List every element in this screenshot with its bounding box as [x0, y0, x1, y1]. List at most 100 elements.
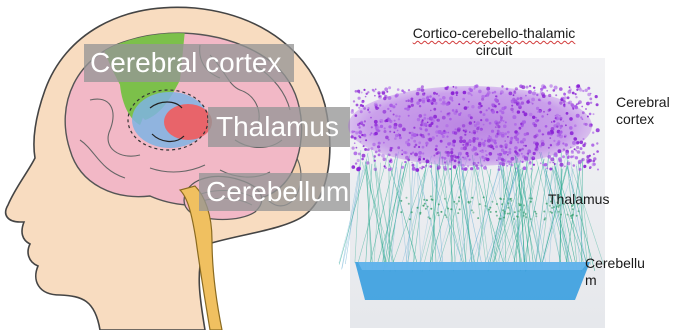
- cortex-neuron: [363, 134, 366, 137]
- fiber: [493, 168, 524, 265]
- cortex-neuron: [526, 86, 529, 89]
- cortex-neuron: [453, 155, 456, 158]
- cortex-neuron: [452, 92, 454, 94]
- cortex-neuron: [408, 106, 411, 109]
- cortex-neuron: [580, 147, 583, 150]
- cortex-neuron: [421, 168, 423, 170]
- cortex-neuron: [554, 163, 556, 165]
- cortex-neuron: [491, 109, 494, 112]
- cortex-neuron: [362, 124, 365, 127]
- cortex-neuron: [586, 155, 589, 158]
- cortex-neuron: [442, 100, 445, 103]
- cortex-neuron: [422, 93, 425, 96]
- thalamus-neuron: [499, 198, 501, 200]
- cortex-neuron: [378, 154, 380, 156]
- thalamus-neuron: [427, 216, 429, 218]
- cortex-neuron: [551, 127, 555, 131]
- cortex-neuron: [378, 95, 382, 99]
- cortex-neuron: [519, 127, 522, 130]
- fiber: [512, 168, 539, 271]
- cortex-neuron: [411, 98, 414, 101]
- fiber: [516, 161, 520, 271]
- thalamus-neuron: [432, 199, 434, 201]
- cortex-neuron: [473, 88, 475, 90]
- cortex-neuron: [560, 119, 562, 121]
- fiber: [488, 163, 512, 272]
- cortex-neuron: [500, 115, 502, 117]
- cortex-neuron: [393, 131, 395, 133]
- cortex-neuron: [385, 95, 388, 98]
- cortex-neuron: [578, 162, 580, 164]
- cortex-neuron: [555, 117, 559, 121]
- cortex-neuron: [577, 142, 579, 144]
- cortex-neuron: [511, 100, 513, 102]
- fiber: [430, 152, 441, 271]
- cortex-neuron: [569, 88, 572, 91]
- fiber: [515, 163, 520, 271]
- fiber: [524, 159, 544, 263]
- fiber: [543, 162, 561, 263]
- cortex-neuron: [514, 146, 518, 150]
- cortex-neuron: [596, 128, 600, 132]
- fiber: [464, 165, 474, 269]
- cortex-neuron: [401, 153, 403, 155]
- cortex-neuron: [465, 143, 469, 147]
- cortex-neuron: [467, 165, 469, 167]
- cortex-neuron: [464, 131, 466, 133]
- cortex-neuron: [482, 142, 486, 146]
- cortex-neuron: [510, 164, 512, 166]
- cortex-neuron: [378, 142, 381, 145]
- cortex-neuron: [575, 106, 579, 110]
- cortex-neuron: [524, 156, 526, 158]
- cortex-neuron: [489, 138, 492, 141]
- cortex-neuron: [418, 146, 420, 148]
- fiber: [397, 167, 408, 270]
- cortex-neuron: [525, 95, 527, 97]
- cortex-neuron: [441, 156, 443, 158]
- thalamus-neuron: [496, 203, 498, 205]
- cortex-neuron: [515, 87, 518, 90]
- cortex-neuron: [470, 116, 473, 119]
- cortex-neuron: [492, 139, 495, 142]
- cortex-neuron: [509, 160, 512, 163]
- circuit-title-line2: circuit: [382, 42, 606, 59]
- cortex-neuron: [386, 91, 388, 93]
- cortex-neuron: [529, 161, 531, 163]
- cortex-neuron: [394, 120, 396, 122]
- cortex-neuron: [446, 136, 448, 138]
- cortex-neuron: [492, 146, 494, 148]
- cortex-neuron: [428, 133, 431, 136]
- cortex-neuron: [431, 100, 433, 102]
- cortex-neuron: [423, 117, 426, 120]
- cortex-neuron: [481, 156, 484, 159]
- cortex-neuron: [499, 162, 503, 166]
- cortex-neuron: [434, 102, 437, 105]
- fiber: [577, 164, 584, 270]
- cortex-neuron: [596, 150, 599, 153]
- cortex-neuron: [567, 156, 570, 159]
- cortex-neuron: [457, 156, 460, 159]
- cortex-neuron: [509, 141, 512, 144]
- cortex-neuron: [564, 96, 567, 99]
- thalamus-neuron: [445, 214, 447, 216]
- cortex-neuron: [499, 153, 502, 156]
- fiber: [541, 166, 567, 267]
- cortex-neuron: [458, 152, 462, 156]
- cortex-neuron: [550, 131, 554, 135]
- sim-label-cortex-line2: cortex: [616, 111, 670, 128]
- fiber: [568, 166, 587, 267]
- cortex-neuron: [401, 150, 403, 152]
- cortex-neuron: [470, 144, 472, 146]
- cortex-neuron: [504, 107, 506, 109]
- cortex-neuron: [550, 137, 552, 139]
- cortex-neuron: [380, 125, 383, 128]
- cortex-neuron: [582, 111, 585, 114]
- thalamus-neuron: [520, 209, 522, 211]
- cortex-neuron: [403, 91, 406, 94]
- cortex-neuron: [525, 145, 527, 147]
- cortex-neuron: [495, 95, 497, 97]
- fiber: [515, 155, 542, 265]
- cortex-neuron: [560, 98, 563, 101]
- cortex-neuron: [407, 143, 411, 147]
- cortex-neuron: [533, 152, 536, 155]
